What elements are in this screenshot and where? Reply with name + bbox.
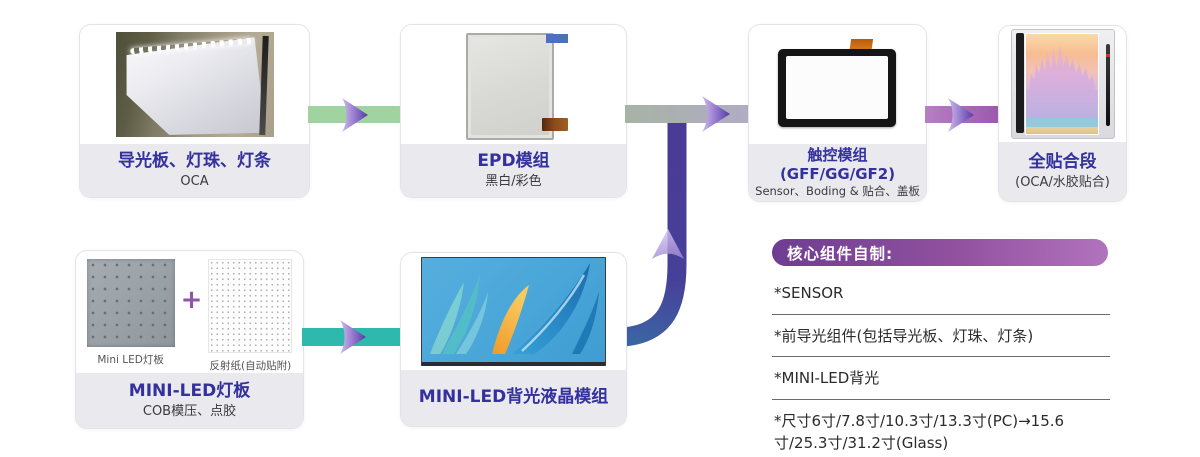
card-subtitle: OCA bbox=[180, 174, 209, 190]
card-label: MINI-LED背光液晶模组 bbox=[401, 370, 626, 426]
flow-card-miniled-board: Mini LED灯板 + 反射纸(自动贴附) MINI-LED灯板 COB模压、… bbox=[75, 250, 304, 429]
list-item: *SENSOR bbox=[772, 272, 1110, 315]
flow-card-light-guide: 导光板、灯珠、灯条 OCA bbox=[79, 24, 310, 198]
miniled-lcd-photo bbox=[401, 253, 626, 370]
core-components-header: 核心组件自制: bbox=[772, 239, 1108, 266]
list-item: *MINI-LED背光 bbox=[772, 357, 1110, 400]
ereader-photo bbox=[999, 26, 1126, 142]
list-item: *尺寸6寸/7.8寸/10.3寸/13.3寸(PC)→15.6寸/25.3寸/3… bbox=[774, 411, 1065, 453]
stylus bbox=[1105, 44, 1110, 126]
arrow-up-icon bbox=[652, 229, 684, 259]
card-label: 全贴合段 (OCA/水胶贴合) bbox=[999, 142, 1126, 201]
card-label: 触控模组(GFF/GG/GF2) Sensor、Boding & 贴合、盖板 bbox=[749, 144, 926, 201]
card-label: EPD模组 黑白/彩色 bbox=[401, 144, 626, 197]
light-guide-photo bbox=[80, 25, 309, 144]
card-title: 全贴合段 bbox=[1028, 152, 1097, 173]
image-caption: 反射纸(自动贴附) bbox=[209, 360, 292, 372]
image-caption: Mini LED灯板 bbox=[97, 354, 164, 366]
flow-card-miniled-lcd: MINI-LED背光液晶模组 bbox=[400, 252, 627, 427]
arrow-right-icon bbox=[340, 320, 366, 354]
flow-card-lamination: 全贴合段 (OCA/水胶贴合) bbox=[998, 25, 1127, 202]
arrow-right-icon bbox=[948, 98, 974, 132]
card-subtitle: Sensor、Boding & 贴合、盖板 bbox=[755, 184, 920, 199]
core-components-list: *SENSOR *前导光组件(包括导光板、灯珠、灯条) *MINI-LED背光 … bbox=[772, 272, 1110, 457]
card-title: 触控模组(GFF/GG/GF2) bbox=[779, 145, 896, 183]
card-subtitle: COB模压、点胶 bbox=[142, 404, 237, 420]
arrow-right-icon bbox=[342, 98, 368, 132]
card-title: MINI-LED背光液晶模组 bbox=[418, 387, 609, 408]
card-label: MINI-LED灯板 COB模压、点胶 bbox=[76, 373, 303, 428]
miniled-board-photo: Mini LED灯板 + 反射纸(自动贴附) bbox=[76, 251, 303, 373]
reflective-sheet-image bbox=[208, 259, 293, 353]
card-subtitle: (OCA/水胶贴合) bbox=[1015, 175, 1110, 191]
epd-photo bbox=[401, 25, 626, 144]
card-title: MINI-LED灯板 bbox=[128, 381, 251, 402]
flow-card-epd: EPD模组 黑白/彩色 bbox=[400, 24, 627, 198]
card-subtitle: 黑白/彩色 bbox=[485, 174, 542, 190]
arrow-right-icon bbox=[702, 96, 730, 132]
flow-card-touch: 触控模组(GFF/GG/GF2) Sensor、Boding & 贴合、盖板 bbox=[748, 24, 927, 202]
plus-sign: + bbox=[180, 285, 203, 315]
card-title: EPD模组 bbox=[477, 151, 550, 172]
touch-photo bbox=[749, 25, 926, 144]
card-title: 导光板、灯珠、灯条 bbox=[118, 151, 271, 172]
card-label: 导光板、灯珠、灯条 OCA bbox=[80, 144, 309, 197]
miniled-board-image bbox=[86, 259, 175, 347]
list-item: *前导光组件(包括导光板、灯珠、灯条) bbox=[772, 315, 1110, 357]
